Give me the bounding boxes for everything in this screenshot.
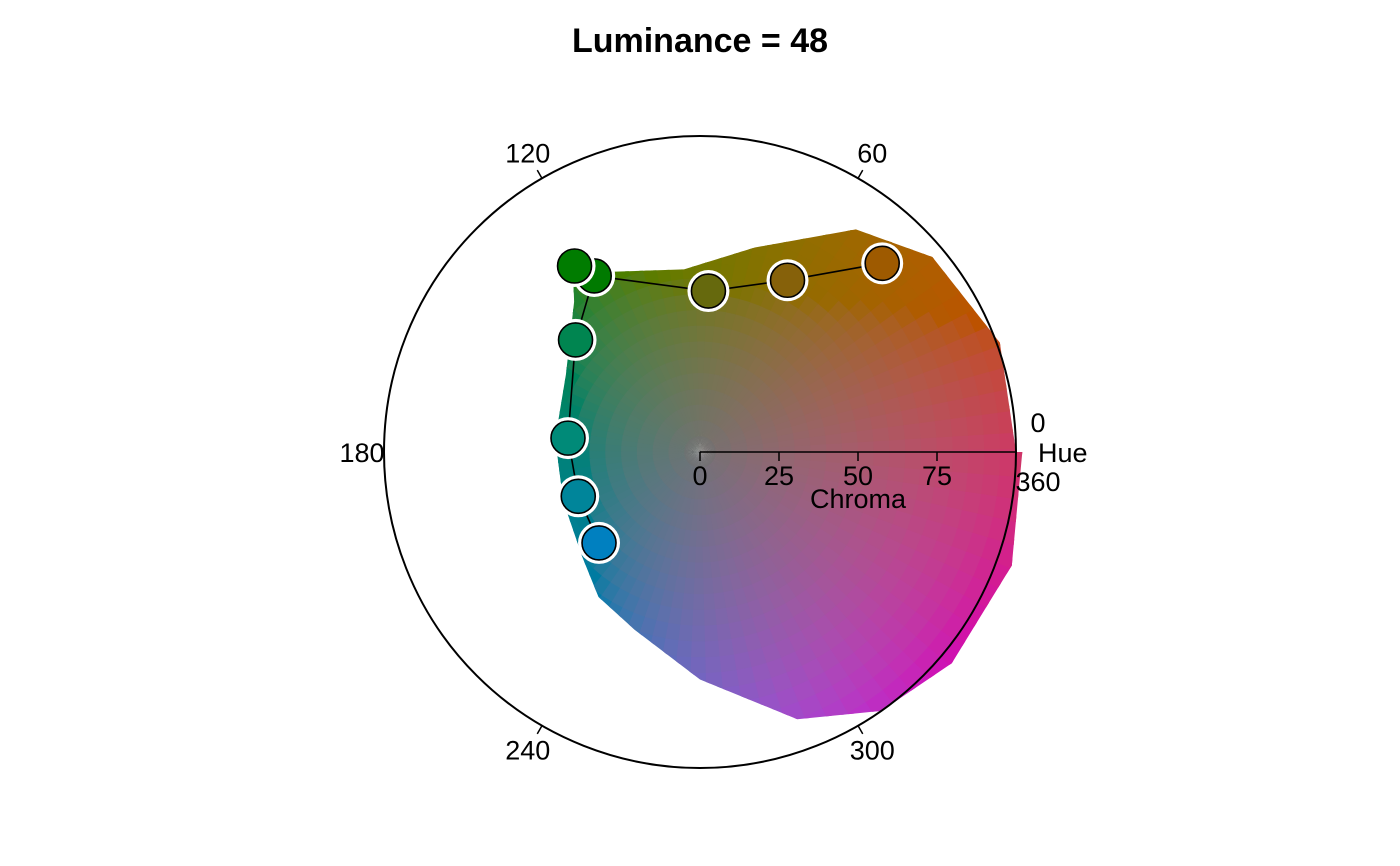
chroma-axis-label: Chroma xyxy=(810,484,907,514)
chroma-tick-label: 0 xyxy=(692,461,707,491)
hue-tick-label: 360 xyxy=(1015,467,1060,497)
chart-title: Luminance = 48 xyxy=(572,22,828,60)
data-point xyxy=(690,273,727,309)
data-point xyxy=(557,322,594,358)
data-point xyxy=(560,478,597,515)
hue-tick xyxy=(536,725,543,735)
data-point xyxy=(864,245,900,282)
hue-tick xyxy=(857,169,864,179)
hue-tick-label: 120 xyxy=(505,139,550,169)
hue-tick-label: 240 xyxy=(505,735,550,765)
chroma-tick-label: 75 xyxy=(922,461,952,491)
hue-tick xyxy=(536,169,543,179)
data-point xyxy=(581,525,617,561)
data-point xyxy=(550,420,586,456)
hue-tick-label: 180 xyxy=(339,438,384,468)
hue-axis-label: Hue xyxy=(1038,438,1088,468)
hue-tick-label: 0 xyxy=(1030,408,1045,438)
hue-tick-label: 300 xyxy=(850,735,895,765)
data-point xyxy=(556,248,593,284)
data-point xyxy=(769,262,806,299)
hue-tick-label: 60 xyxy=(857,139,887,169)
data-series xyxy=(547,242,904,564)
hue-tick xyxy=(857,725,864,735)
chroma-tick-label: 50 xyxy=(843,461,873,491)
chroma-tick-label: 25 xyxy=(764,461,794,491)
series-1 xyxy=(553,244,596,287)
